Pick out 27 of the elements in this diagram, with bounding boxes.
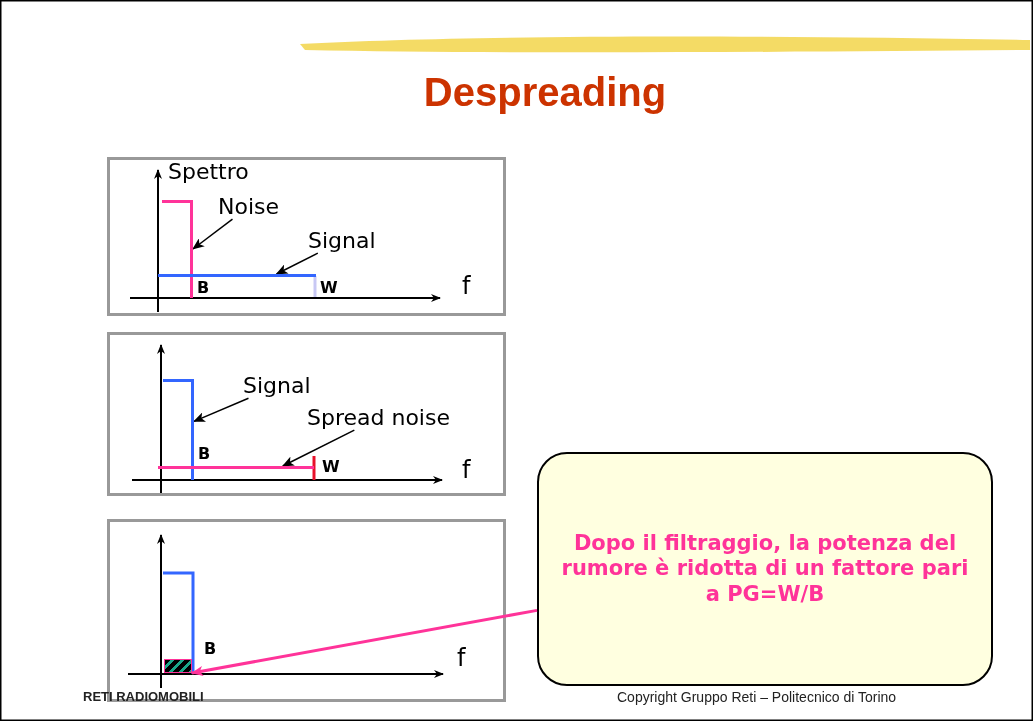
plot-panel bbox=[107, 157, 506, 316]
axis-label: f bbox=[462, 457, 471, 484]
filtered-noise-bar bbox=[164, 659, 192, 673]
leader-arrow bbox=[193, 397, 250, 423]
axis-label: Spettro bbox=[168, 160, 249, 185]
annotation-label: Signal bbox=[243, 374, 311, 399]
annotation-label: Noise bbox=[218, 195, 280, 220]
tick-label: B bbox=[197, 279, 210, 297]
axis-label: f bbox=[457, 645, 466, 672]
signal-spectrum-line bbox=[158, 274, 316, 277]
axis-label: f bbox=[462, 273, 471, 300]
tick-label: W bbox=[320, 279, 338, 297]
spread-noise-line bbox=[158, 466, 314, 469]
callout-box bbox=[537, 452, 993, 686]
leader-arrow bbox=[281, 429, 356, 467]
callout-text: Dopo il filtraggio, la potenza del rumore è ridotta di un fattore pari a PG=W/B bbox=[560, 531, 970, 607]
plot-panel bbox=[107, 332, 506, 496]
footer-text: RETI RADIOMOBILI bbox=[83, 690, 204, 705]
tick-label: W bbox=[322, 458, 340, 476]
tick-label: B bbox=[204, 640, 217, 658]
leader-arrow bbox=[192, 218, 234, 250]
annotation-label: Signal bbox=[308, 229, 376, 254]
leader-arrow bbox=[275, 252, 319, 275]
leader-arrow bbox=[191, 608, 538, 676]
slide-title: Despreading bbox=[422, 70, 668, 114]
annotation-label: Spread noise bbox=[307, 406, 450, 431]
tick-label: B bbox=[198, 445, 211, 463]
